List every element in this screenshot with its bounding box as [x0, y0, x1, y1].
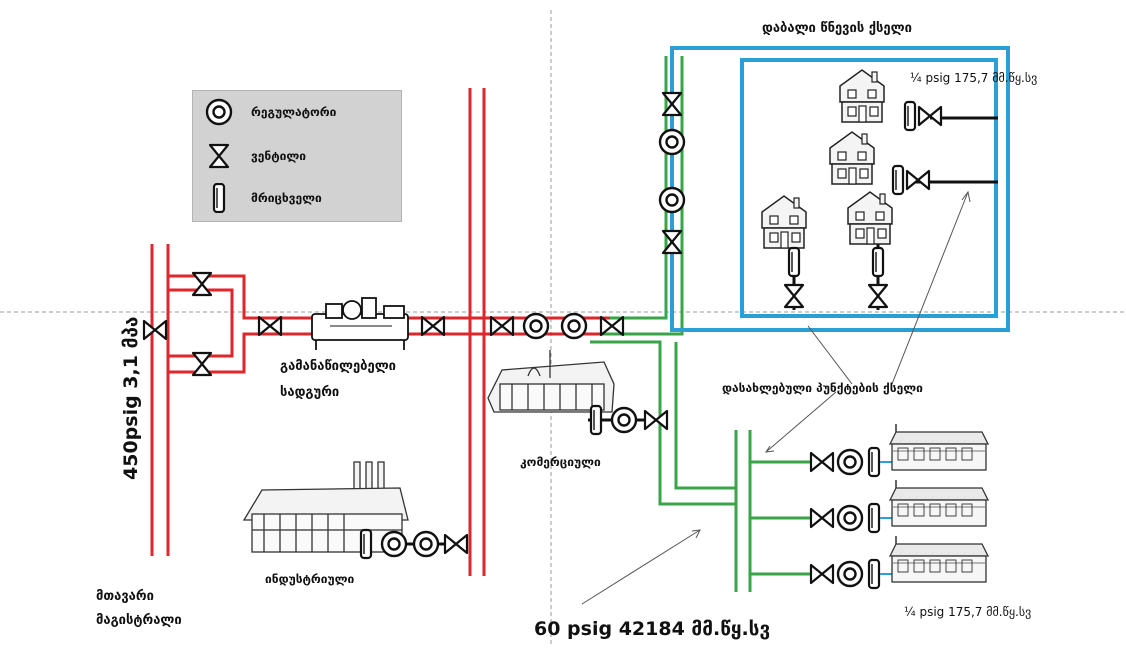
valve-icon	[257, 315, 283, 337]
pressure-60psig-label: 60 psig 42184 მმ.წყ.სვ	[534, 618, 771, 640]
valve-icon	[809, 507, 835, 529]
regulator-icon	[380, 530, 408, 558]
valve-icon	[191, 271, 213, 297]
settlement-house-icon	[889, 535, 989, 583]
settlement-house-icon	[889, 423, 989, 471]
regulator-icon	[836, 448, 864, 476]
regulator-icon	[610, 406, 638, 434]
valve-icon	[599, 315, 625, 337]
house-icon	[761, 195, 807, 249]
valve-icon	[867, 283, 889, 309]
pressure-quarter-psig-bottom-label: ¼ psig 175,7 მმ.წყ.სვ	[904, 605, 1032, 619]
meter-icon	[212, 183, 226, 213]
valve-icon	[208, 143, 230, 169]
valve-icon	[489, 315, 515, 337]
valve-icon	[783, 283, 805, 309]
regulator-icon	[522, 312, 550, 340]
meter-icon	[867, 446, 881, 478]
regulator-icon	[560, 312, 588, 340]
meter-icon	[867, 558, 881, 590]
meter-icon	[867, 502, 881, 534]
regulator-icon	[836, 560, 864, 588]
low-pressure-network-label: დაბალი წნევის ქსელი	[762, 21, 912, 36]
legend-valve: ვენტილი	[193, 141, 399, 171]
regulator-icon	[836, 504, 864, 532]
regulator-icon	[412, 530, 440, 558]
meter-icon	[891, 164, 905, 196]
commercial-label: კომერციული	[520, 455, 601, 469]
meter-icon	[589, 404, 603, 436]
meter-icon	[787, 246, 801, 278]
legend-regulator-label: რეგულატორი	[251, 105, 337, 119]
commercial-building-icon	[487, 350, 615, 413]
valve-icon	[443, 533, 469, 555]
legend-meter-label: მრიცხველი	[251, 191, 322, 205]
distribution-station-label-line2: სადგური	[280, 385, 340, 400]
regulator-icon	[658, 186, 686, 214]
medium-pressure-pipes	[590, 56, 820, 592]
distribution-station-icon	[311, 297, 409, 350]
distribution-station-label-line1: გამანაწილებელი	[280, 359, 396, 374]
industrial-building-icon	[242, 461, 409, 553]
valve-icon	[809, 451, 835, 473]
pointer-lines	[581, 190, 971, 605]
meter-icon	[871, 246, 885, 278]
legend: რეგულატორი ვენტილი მრიცხველი	[192, 90, 402, 222]
regulator-icon	[205, 98, 233, 126]
pressure-450psig-label: 450psig 3,1 მპა	[120, 316, 142, 480]
legend-meter: მრიცხველი	[193, 183, 399, 213]
meter-icon	[359, 528, 373, 560]
house-icon	[847, 191, 893, 245]
legend-regulator: რეგულატორი	[193, 97, 399, 127]
regulator-icon	[658, 128, 686, 156]
valve-icon	[643, 409, 669, 431]
valve-icon	[905, 169, 931, 191]
settlement-house-icon	[889, 479, 989, 527]
pressure-quarter-psig-top-label: ¼ psig 175,7 მმ.წყ.სვ	[910, 71, 1038, 85]
valve-icon	[142, 319, 168, 341]
valve-icon	[420, 315, 446, 337]
legend-valve-label: ვენტილი	[251, 149, 307, 163]
valve-icon	[809, 563, 835, 585]
meter-icon	[903, 100, 917, 132]
main-line-label-line1: მთავარი	[96, 589, 154, 604]
industrial-label: ინდუსტრიული	[265, 572, 355, 586]
main-line-label-line2: მაგისტრალი	[96, 613, 182, 628]
house-icon	[829, 131, 875, 185]
valve-icon	[191, 351, 213, 377]
valve-icon	[917, 105, 943, 127]
settlement-network-label: დასახლებული პუნქტების ქსელი	[722, 381, 923, 395]
house-icon	[839, 69, 885, 123]
